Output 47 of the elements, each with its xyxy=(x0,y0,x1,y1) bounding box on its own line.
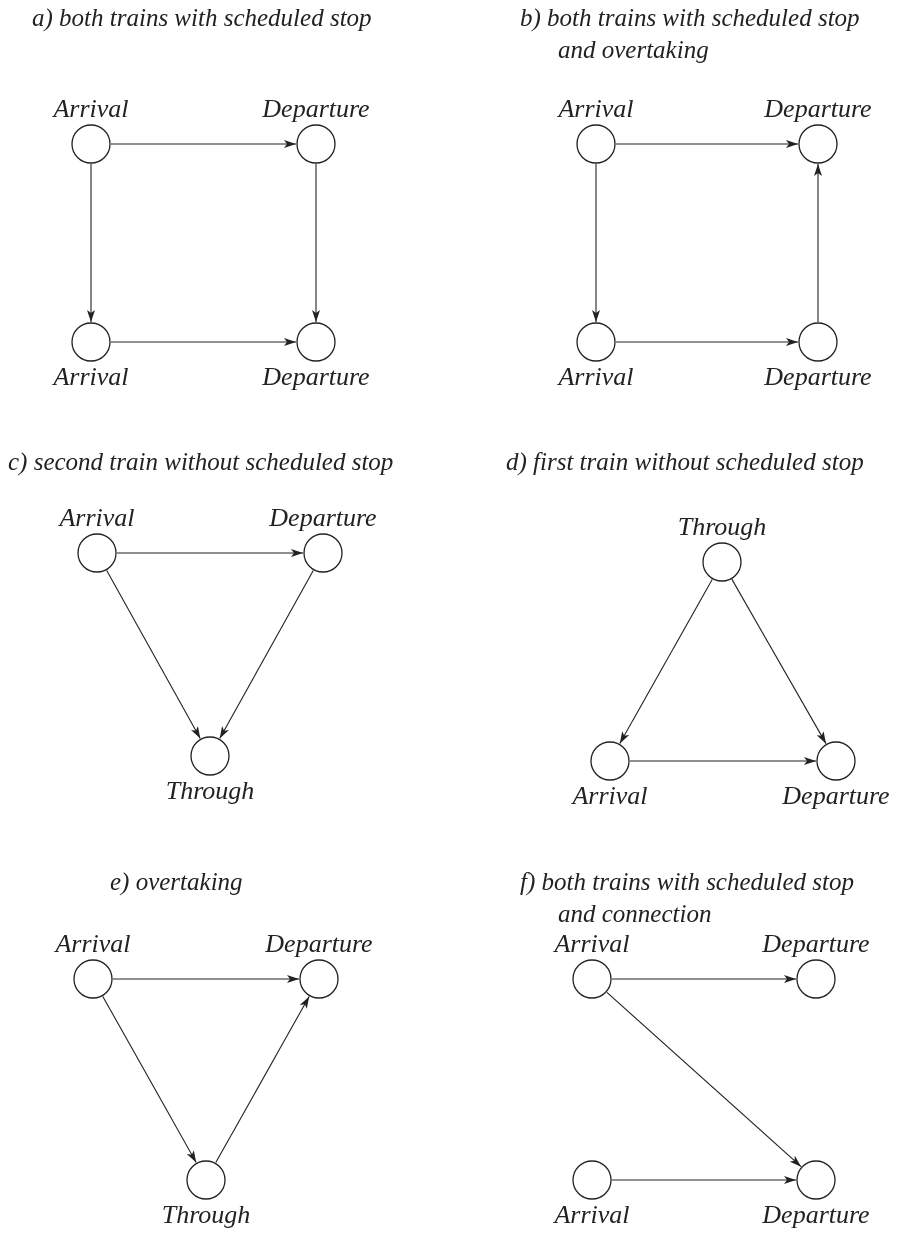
arrow xyxy=(592,163,600,323)
arrow xyxy=(731,578,827,745)
arrow xyxy=(629,757,817,765)
event-label: Departure xyxy=(762,929,870,959)
event-label: Arrival xyxy=(554,1200,630,1230)
event-label: Arrival xyxy=(554,929,630,959)
event-label: Through xyxy=(677,512,767,542)
arrow xyxy=(110,338,297,346)
event-label: Arrival xyxy=(53,94,129,124)
event-label: Departure xyxy=(762,1200,870,1230)
event-label: Departure xyxy=(764,362,872,392)
event-label: Departure xyxy=(262,362,370,392)
event-label: Arrival xyxy=(558,94,634,124)
panel-title: a) both trains with scheduled stop xyxy=(32,3,373,34)
event-label: Departure xyxy=(782,781,890,811)
panel-title: e) overtaking xyxy=(110,867,244,897)
arrow xyxy=(102,995,197,1164)
arrow xyxy=(215,995,310,1164)
arrow xyxy=(112,975,300,983)
event-label: Departure xyxy=(262,94,370,124)
arrow xyxy=(116,549,304,557)
arrow xyxy=(615,338,799,346)
arrow xyxy=(611,1176,797,1184)
event-label: Through xyxy=(165,776,255,806)
arrow xyxy=(615,140,799,148)
event-label: Departure xyxy=(764,94,872,124)
arrow xyxy=(611,975,797,983)
arrow xyxy=(312,163,320,323)
panel-title: f) both trains with scheduled stop and connection xyxy=(520,867,856,929)
event-label: Arrival xyxy=(558,362,634,392)
arrow xyxy=(619,578,713,745)
event-label: Departure xyxy=(269,503,377,533)
arrow xyxy=(87,163,95,323)
panel-title: b) both trains with scheduled stop and overtaking xyxy=(520,3,861,65)
event-label: Arrival xyxy=(59,503,135,533)
panel-title: d) first train without scheduled stop xyxy=(506,447,865,478)
event-label: Arrival xyxy=(55,929,131,959)
event-label: Through xyxy=(161,1200,251,1230)
arrow xyxy=(110,140,297,148)
arrow xyxy=(814,163,822,323)
arrow xyxy=(606,991,802,1168)
arrow xyxy=(219,569,314,740)
panel-title: c) second train without scheduled stop xyxy=(8,447,395,477)
arrow xyxy=(106,569,201,740)
event-label: Arrival xyxy=(53,362,129,392)
event-label: Arrival xyxy=(572,781,648,811)
event-label: Departure xyxy=(265,929,373,959)
